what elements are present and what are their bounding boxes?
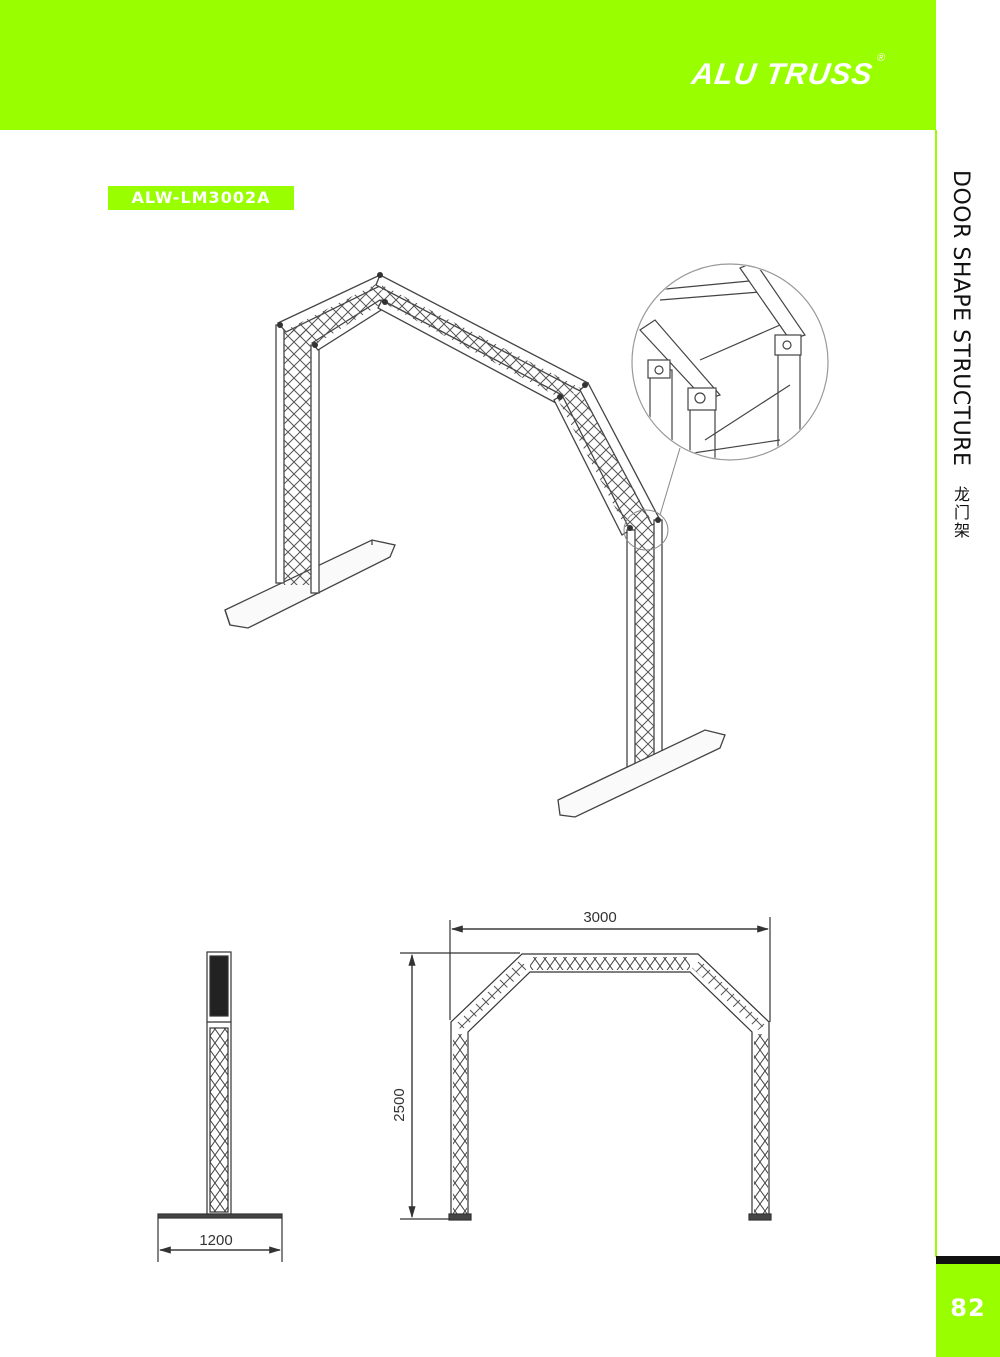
header-banner: ALU TRUSS® <box>0 0 936 130</box>
side-width-dimension: 1200 <box>199 1232 232 1249</box>
section-title: DOOR SHAPE STRUCTURE 龙门架 <box>948 170 973 540</box>
front-width-dimension: 3000 <box>583 909 616 926</box>
section-title-en: DOOR SHAPE STRUCTURE <box>948 170 973 467</box>
page-number-bar <box>936 1256 1000 1264</box>
sidebar-divider <box>935 130 937 1257</box>
front-view <box>400 917 772 1221</box>
section-title-cn: 龙门架 <box>951 485 970 540</box>
page-number-box: 82 <box>936 1264 1000 1357</box>
front-height-dimension: 2500 <box>391 1088 408 1121</box>
side-view <box>157 951 283 1262</box>
detail-view <box>631 263 829 461</box>
isometric-view <box>224 272 726 818</box>
page-number: 82 <box>950 1294 986 1322</box>
model-label: ALW-LM3002A <box>108 186 294 210</box>
